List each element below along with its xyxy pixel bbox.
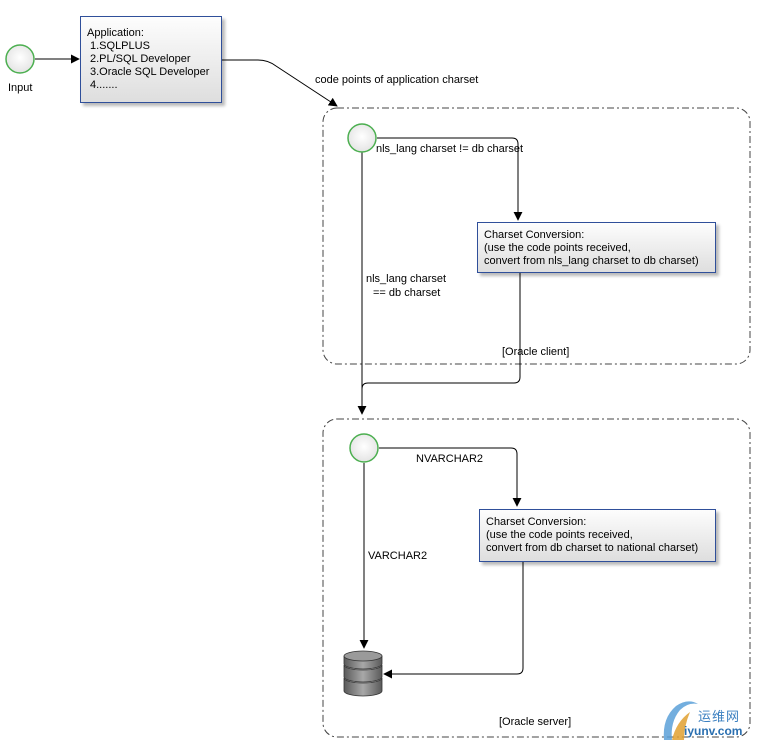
- client-conversion-line1: (use the code points received,: [484, 242, 631, 254]
- server-conversion-title: Charset Conversion:: [486, 516, 587, 528]
- edge-label-code-points: code points of application charset: [315, 74, 479, 86]
- edge-server-conversion-to-db: [383, 562, 524, 679]
- application-item: 1.SQLPLUS: [90, 40, 150, 52]
- edge-application-to-client: [222, 59, 338, 107]
- edge-label-equal-2: == db charset: [373, 287, 441, 299]
- client-start-event: [347, 123, 377, 153]
- edge-label-nvarchar2: NVARCHAR2: [416, 453, 484, 465]
- oracle-server-pool: [322, 418, 751, 738]
- watermark-cn: 运维网: [698, 709, 741, 724]
- application-item: 3.Oracle SQL Developer: [90, 66, 210, 78]
- server-start-event: [349, 433, 379, 463]
- oracle-server-label: [Oracle server]: [499, 716, 572, 728]
- server-conversion-task: Charset Conversion: (use the code points…: [479, 509, 716, 562]
- oracle-client-label: [Oracle client]: [502, 346, 570, 358]
- watermark-en: iyunv.com: [684, 724, 743, 738]
- input-label: Input: [8, 82, 33, 94]
- server-conversion-line2: convert from db charset to national char…: [486, 542, 699, 554]
- application-task: Application: 1.SQLPLUS 2.PL/SQL Develope…: [80, 16, 222, 103]
- client-conversion-title: Charset Conversion:: [484, 229, 585, 241]
- input-start-event: [5, 44, 35, 74]
- edge-label-not-equal: nls_lang charset != db charset: [376, 143, 524, 155]
- database-icon: [343, 650, 383, 697]
- application-title: Application:: [87, 27, 144, 39]
- edge-label-equal-1: nls_lang charset: [366, 273, 447, 285]
- edge-client-conversion-to-server: [361, 273, 521, 390]
- edge-label-varchar2: VARCHAR2: [368, 550, 428, 562]
- watermark: 运维网 iyunv.com: [658, 700, 760, 744]
- edge-server-nvarchar: [379, 447, 522, 507]
- oracle-client-pool: [322, 107, 751, 365]
- application-item: 2.PL/SQL Developer: [90, 53, 191, 65]
- edge-client-not-equal: [377, 137, 523, 221]
- client-conversion-line2: convert from nls_lang charset to db char…: [484, 255, 699, 267]
- watermark-logo-icon: [663, 701, 698, 740]
- client-conversion-task: Charset Conversion: (use the code points…: [477, 222, 716, 273]
- application-item: 4.......: [90, 79, 118, 91]
- server-conversion-line1: (use the code points received,: [486, 529, 633, 541]
